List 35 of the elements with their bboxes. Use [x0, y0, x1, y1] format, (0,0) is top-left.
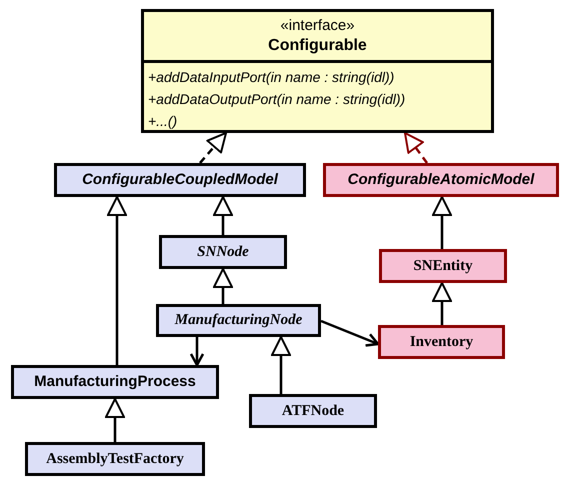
class-name: AssemblyTestFactory [46, 450, 184, 469]
class-box [25, 442, 205, 476]
class-box [323, 163, 559, 197]
class-box [141, 9, 494, 133]
class-box [156, 304, 321, 337]
class-box [54, 163, 306, 197]
generalization-arrow [271, 336, 291, 394]
class-name: ManufacturingProcess [34, 372, 196, 392]
operation-text: +addDataOutputPort(in name : string(idl)) [148, 90, 406, 109]
stereotype-label: «interface» [280, 16, 355, 36]
operation-text: +...() [148, 112, 178, 131]
generalization-arrow [107, 196, 127, 365]
class-name: Inventory [410, 332, 474, 352]
class-box [11, 365, 219, 399]
association-arrow [190, 337, 204, 366]
class-name: ATFNode [282, 402, 344, 421]
generalization-arrow [213, 268, 233, 304]
class-name: ConfigurableAtomicModel [348, 170, 534, 190]
association-arrow [320, 320, 380, 347]
class-name: SNEntity [413, 256, 473, 276]
class-name: SNNode [197, 242, 249, 262]
realization-arrow [199, 132, 227, 164]
class-name: ConfigurableCoupledModel [82, 170, 278, 190]
class-box [159, 235, 287, 269]
class-name: ManufacturingNode [174, 311, 302, 330]
class-name: Configurable [268, 36, 367, 56]
generalization-arrow [432, 196, 452, 249]
operation-text: +addDataInputPort(in name : string(idl)) [148, 68, 396, 87]
class-box [249, 394, 377, 428]
generalization-arrow [432, 282, 452, 325]
generalization-arrow [213, 196, 233, 235]
realization-arrow [404, 132, 428, 164]
generalization-arrow [105, 398, 125, 442]
class-box [379, 249, 507, 283]
class-box [378, 325, 505, 359]
